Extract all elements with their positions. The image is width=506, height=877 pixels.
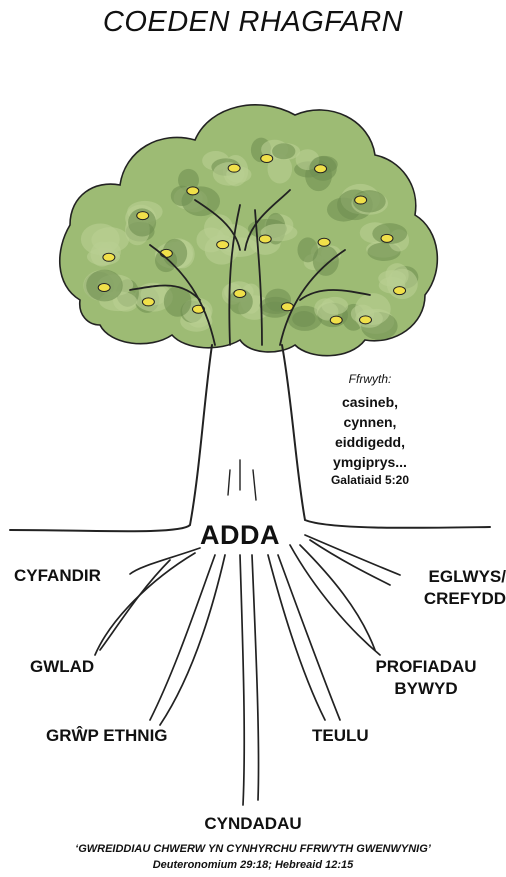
root-label-profiadau-line2: BYWYD — [356, 678, 496, 700]
fruit-icon — [261, 154, 273, 162]
trunk-label: ADDA — [200, 520, 280, 551]
root-label-cyfandir: CYFANDIR — [14, 565, 101, 587]
fruit-icon — [318, 238, 330, 246]
root-label-profiadau: PROFIADAU BYWYD — [356, 656, 496, 700]
root-label-teulu: TEULU — [312, 725, 369, 747]
fruit-icon — [315, 165, 327, 173]
foliage-blob — [322, 297, 349, 315]
root-label-eglwys: EGLWYS/ CREFYDD — [424, 566, 506, 610]
root-label-eglwys-line2: CREFYDD — [424, 588, 506, 610]
fruit-icon — [142, 298, 154, 306]
foliage-blob — [313, 246, 339, 276]
root-label-gwlad: GWLAD — [30, 656, 94, 678]
fruit-item: cynnen, — [300, 412, 440, 432]
fruit-panel: Ffrwyth: casineb, cynnen, eiddigedd, ymg… — [300, 372, 440, 487]
fruit-icon — [217, 241, 229, 249]
root-label-cyndadau: CYNDADAU — [0, 813, 506, 835]
foliage-blob — [272, 143, 295, 159]
tree-roots — [95, 535, 400, 805]
fruit-icon — [228, 164, 240, 172]
root-label-grwp-ethnig: GRŴP ETHNIG — [46, 725, 168, 747]
fruit-item: eiddigedd, — [300, 432, 440, 452]
fruit-reference: Galatiaid 5:20 — [300, 473, 440, 487]
scripture-references: Deuteronomium 29:18; Hebreaid 12:15 — [0, 859, 506, 871]
fruit-icon — [234, 289, 246, 297]
fruit-item: ymgiprys... — [300, 452, 440, 472]
fruit-icon — [259, 235, 271, 243]
fruit-icon — [330, 316, 342, 324]
fruit-icon — [381, 234, 393, 242]
fruit-icon — [187, 187, 199, 195]
fruit-icon — [394, 287, 406, 295]
fruit-icon — [98, 284, 110, 292]
foliage-blob — [81, 223, 120, 255]
root-label-eglwys-line1: EGLWYS/ — [424, 566, 506, 588]
fruit-icon — [360, 316, 372, 324]
quote-text: ‘GWREIDDIAU CHWERW YN CYNHYRCHU FFRWYTH … — [0, 843, 506, 855]
fruit-item: casineb, — [300, 392, 440, 412]
fruit-heading: Ffrwyth: — [300, 372, 440, 386]
foliage-blob — [378, 270, 406, 287]
fruit-icon — [103, 253, 115, 261]
root-label-profiadau-line1: PROFIADAU — [356, 656, 496, 678]
fruit-icon — [137, 212, 149, 220]
fruit-icon — [355, 196, 367, 204]
